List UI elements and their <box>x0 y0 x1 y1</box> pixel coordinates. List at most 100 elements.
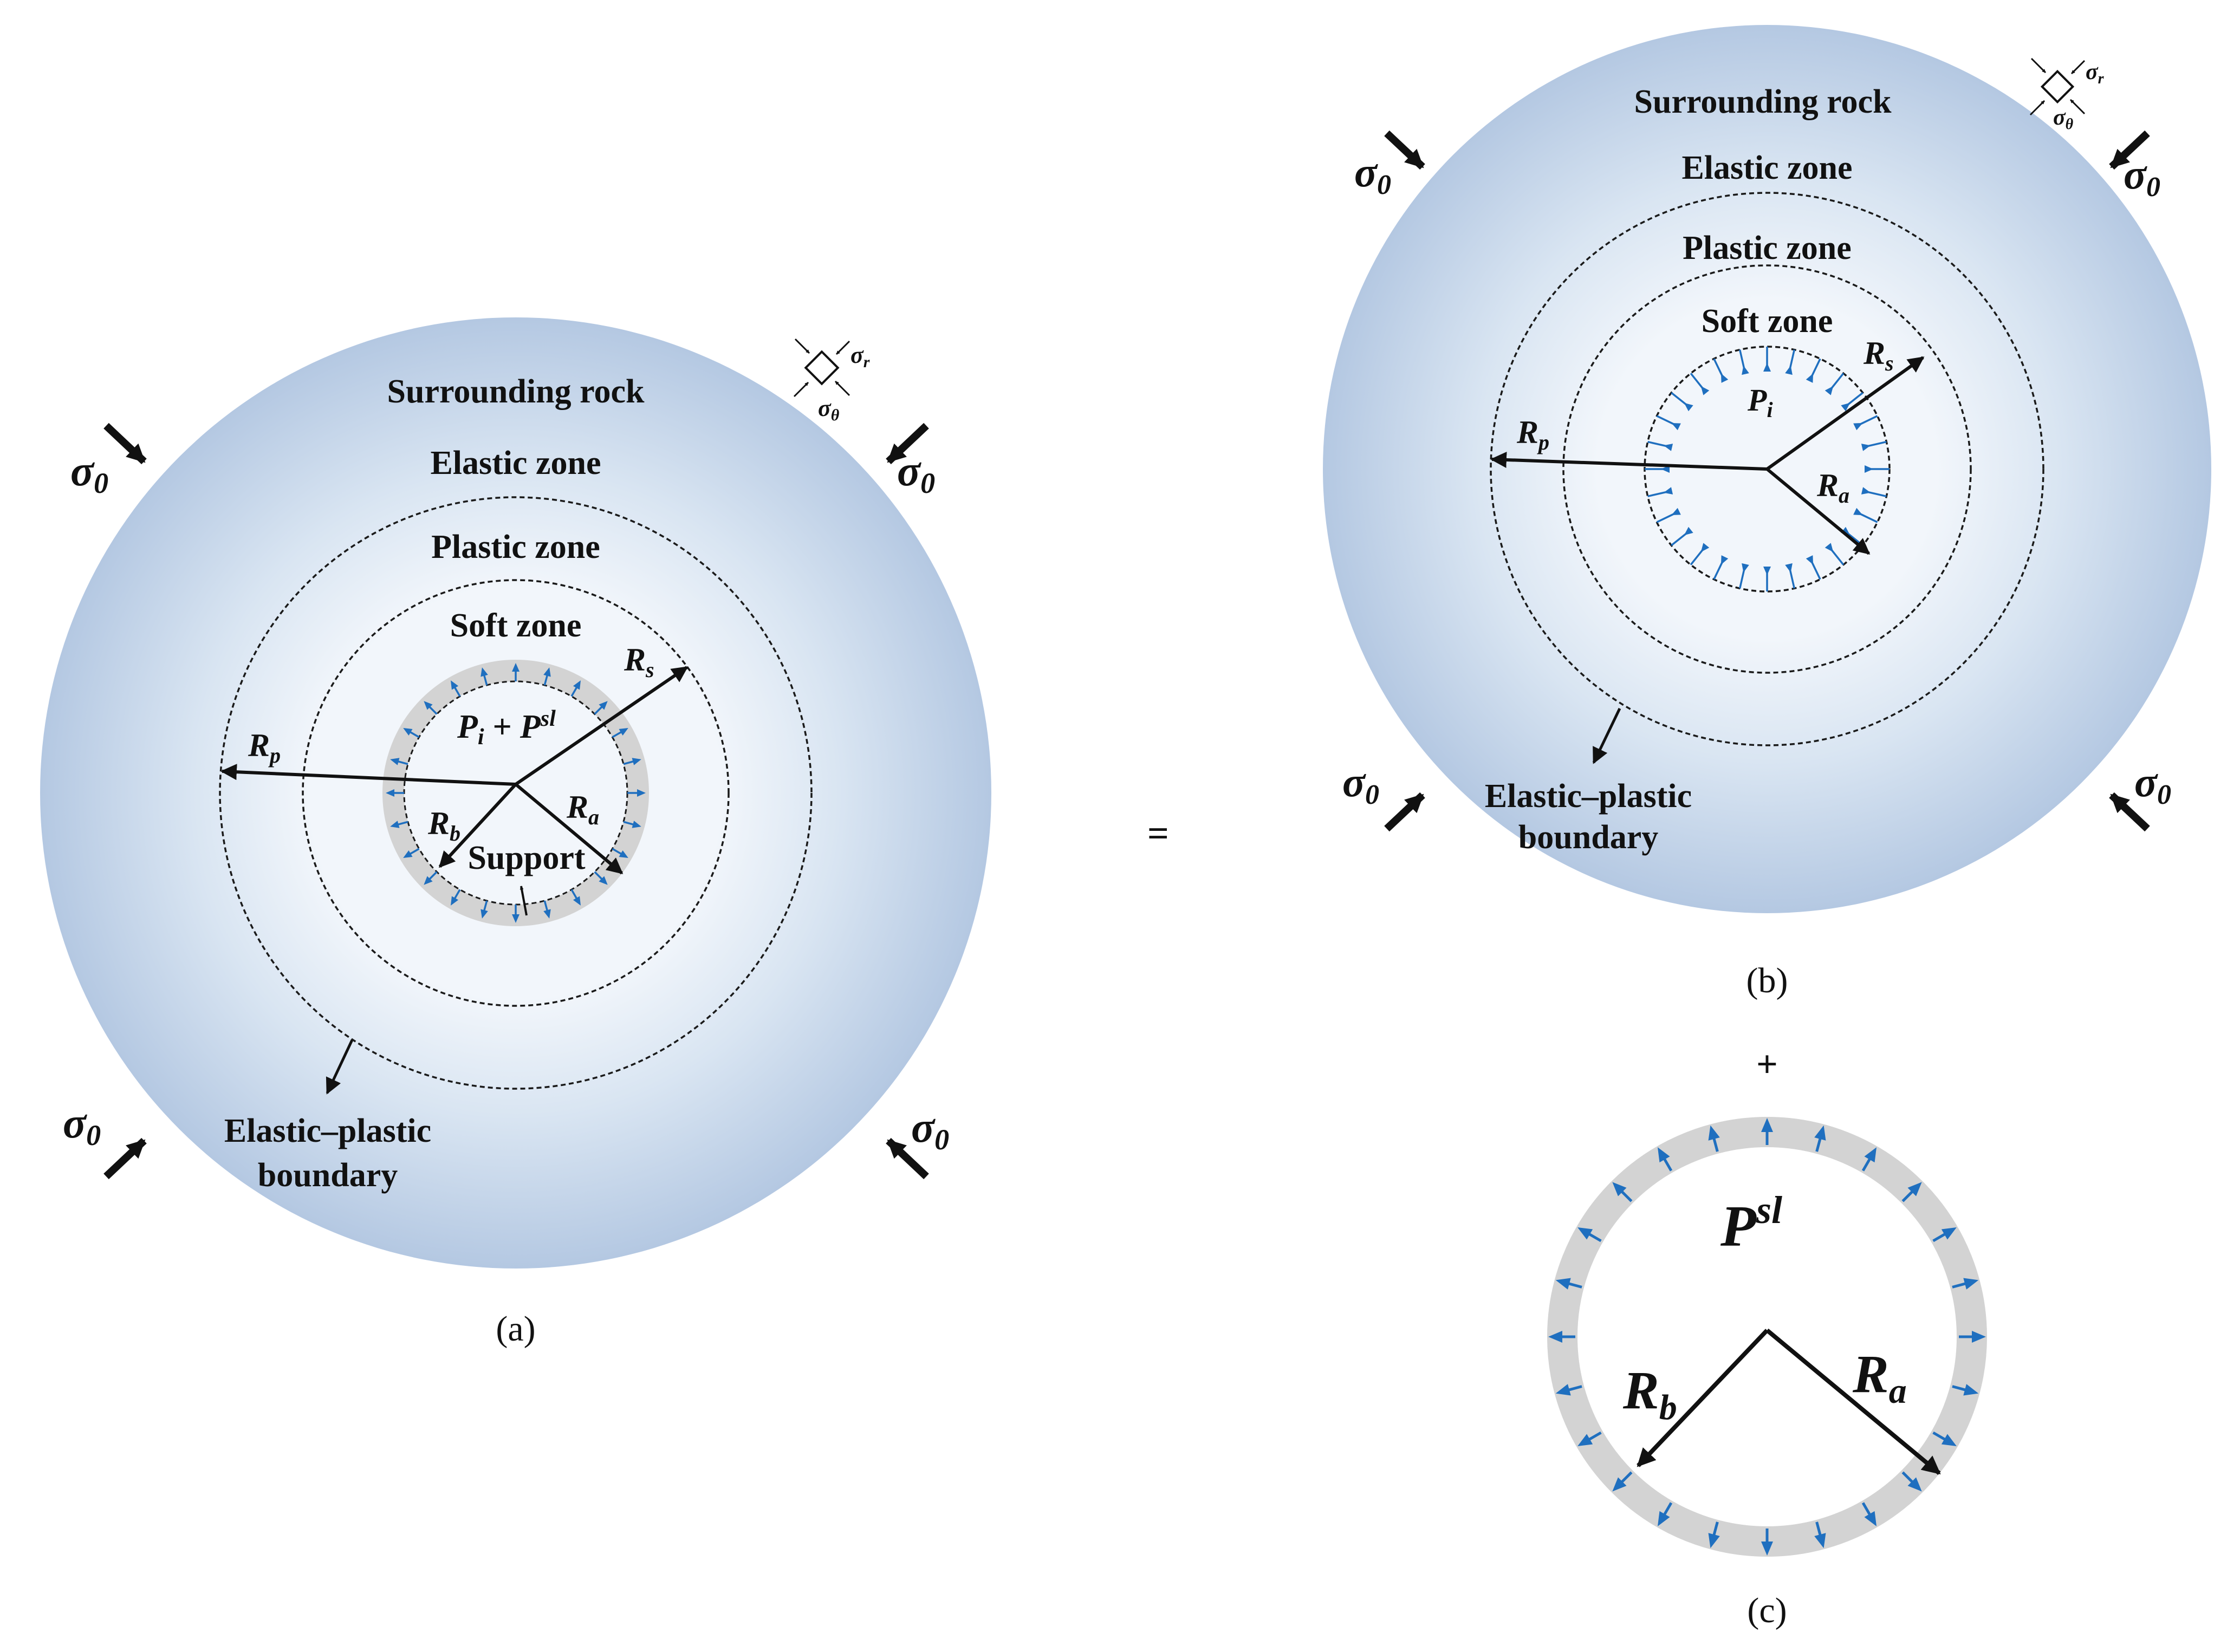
plastic-zone-label-b: Plastic zone <box>1683 230 1852 266</box>
stress-element-arrow-b1 <box>2030 57 2047 74</box>
boundary-label-line2-a: boundary <box>258 1157 398 1194</box>
radius-ra-label-c: Ra <box>1852 1344 1907 1411</box>
stress-element-square-a <box>804 350 840 386</box>
pressure-arrow-b-25 <box>1825 543 1845 565</box>
support-label-a: Support <box>468 840 585 876</box>
sigma0-label-top-right-a: σ0 <box>897 447 935 499</box>
pressure-arrow-a-9 <box>424 701 438 715</box>
stress-element-square-b <box>2040 69 2075 104</box>
radius-rp-label-b: Rp <box>1516 414 1549 454</box>
pressure-arrow-b-17 <box>1825 373 1845 395</box>
radius-rp-label-a: Rp <box>248 727 281 768</box>
pressure-arrow-b-23 <box>1853 508 1878 523</box>
radius-ra-label-b: Ra <box>1816 467 1849 508</box>
sigma0-arrow-top-right-b <box>2109 130 2150 170</box>
pressure-arrow-c-10 <box>1658 1147 1673 1172</box>
stress-element-sigma-r-a: σr <box>850 342 870 371</box>
pressure-arrow-b-27 <box>1785 563 1795 589</box>
pressure-arrow-c-6 <box>1548 1331 1575 1343</box>
pressure-arrow-c-3 <box>1612 1471 1633 1492</box>
stress-element-arrow-b3 <box>2029 100 2046 116</box>
stress-element-arrow-b2 <box>2070 60 2086 75</box>
pressure-arrow-a-5 <box>390 821 408 828</box>
elastic-plastic-boundary-circle-b <box>1490 192 2044 746</box>
pressure-arrow-a-3 <box>424 871 438 885</box>
support-pointer-arrow-a <box>520 886 528 916</box>
pressure-arrow-c-12 <box>1761 1118 1773 1145</box>
pressure-arrow-c-20 <box>1932 1431 1957 1446</box>
pressure-arrow-b-0 <box>1763 567 1771 591</box>
pressure-arrow-c-5 <box>1555 1384 1582 1396</box>
pressure-arrow-b-9 <box>1656 415 1681 431</box>
radius-rb-arrow-c <box>1637 1329 1769 1467</box>
pressure-arrow-a-19 <box>623 821 641 828</box>
radius-rp-arrow-b <box>1490 451 1768 471</box>
pressure-arrow-a-13 <box>543 667 551 686</box>
pressure-arrow-b-20 <box>1861 441 1887 451</box>
pressure-arrow-b-26 <box>1806 555 1821 580</box>
stress-element-arrow-a1 <box>794 338 810 354</box>
panel-b: Surrounding rock Elastic zone Plastic zo… <box>1323 25 2211 1000</box>
sigma0-arrow-top-left-b <box>1384 130 1425 170</box>
pressure-arrow-a-2 <box>451 889 461 906</box>
stress-element-b: σr σθ <box>2029 57 2105 133</box>
pressure-arrow-c-16 <box>1932 1227 1957 1243</box>
panel-a: Surrounding rock Elastic zone Plastic zo… <box>40 317 991 1349</box>
stress-element-sigma-theta-b: σθ <box>2053 105 2074 133</box>
pressure-arrow-c-15 <box>1901 1182 1922 1202</box>
sigma0-arrow-top-right-a <box>886 422 929 465</box>
elastic-zone-label-b: Elastic zone <box>1681 149 1852 186</box>
soft-zone-boundary-circle-b <box>1562 264 1972 674</box>
stress-element-arrow-a3 <box>793 381 809 398</box>
pressure-arrow-b-8 <box>1647 441 1673 451</box>
boundary-pointer-arrow-b <box>1592 707 1621 764</box>
load-label-b: Pi <box>1747 382 1773 422</box>
pressure-arrow-b-5 <box>1656 508 1681 523</box>
pressure-arrow-a-6 <box>386 789 404 797</box>
load-label-c: Psl <box>1720 1188 1782 1259</box>
pressure-arrow-a-16 <box>612 728 628 738</box>
stress-element-a: σr σθ <box>793 338 870 424</box>
boundary-label-line2-b: boundary <box>1518 819 1658 856</box>
stress-element-arrow-a4 <box>834 380 850 396</box>
boundary-pointer-arrow-a <box>326 1039 354 1095</box>
pressure-arrow-c-1 <box>1708 1521 1720 1549</box>
sigma0-label-top-left-a: σ0 <box>70 447 108 499</box>
surrounding-rock-disk-a <box>40 317 991 1269</box>
sigma0-label-bottom-right-b: σ0 <box>2134 758 2171 810</box>
radius-ra-arrow-b <box>1766 467 1871 555</box>
pressure-arrow-b-15 <box>1785 349 1795 375</box>
pressure-arrow-c-22 <box>1861 1502 1877 1526</box>
pressure-arrow-a-22 <box>570 889 581 906</box>
caption-a: (a) <box>496 1309 535 1349</box>
pressure-arrow-b-16 <box>1806 358 1821 383</box>
pressure-arrow-c-14 <box>1861 1147 1877 1172</box>
radius-rs-label-b: Rs <box>1863 335 1894 375</box>
sigma0-label-top-right-b: σ0 <box>2124 151 2160 203</box>
load-label-a: Pi + Psl <box>457 706 556 750</box>
pressure-arrow-c-8 <box>1577 1227 1602 1243</box>
pressure-arrow-b-6 <box>1647 487 1673 497</box>
pressure-arrow-c-23 <box>1814 1521 1826 1549</box>
radius-rs-label-a: Rs <box>624 642 654 682</box>
sigma0-arrow-bottom-right-a <box>886 1137 929 1180</box>
radius-rb-label-a: Rb <box>427 805 460 845</box>
pressure-arrow-b-3 <box>1690 543 1710 565</box>
surrounding-rock-label-a: Surrounding rock <box>387 373 645 410</box>
radius-rb-label-c: Rb <box>1622 1360 1677 1427</box>
pressure-arrow-b-13 <box>1739 349 1749 375</box>
pressure-arrow-b-19 <box>1853 415 1878 431</box>
pressure-arrow-b-22 <box>1861 487 1887 497</box>
pressure-arrow-c-0 <box>1761 1529 1773 1556</box>
elastic-plastic-boundary-circle-a <box>219 496 813 1090</box>
pressure-arrow-a-23 <box>543 900 551 919</box>
boundary-label-line1-b: Elastic–plastic <box>1485 778 1692 815</box>
elastic-zone-label-a: Elastic zone <box>430 445 601 482</box>
equals-sign: = <box>1147 813 1169 855</box>
pressure-arrow-b-4 <box>1671 526 1693 547</box>
pressure-arrow-c-7 <box>1555 1278 1582 1290</box>
sigma0-arrow-bottom-right-b <box>2109 792 2150 832</box>
soft-zone-label-a: Soft zone <box>450 607 582 644</box>
radius-ra-label-a: Ra <box>566 789 599 829</box>
